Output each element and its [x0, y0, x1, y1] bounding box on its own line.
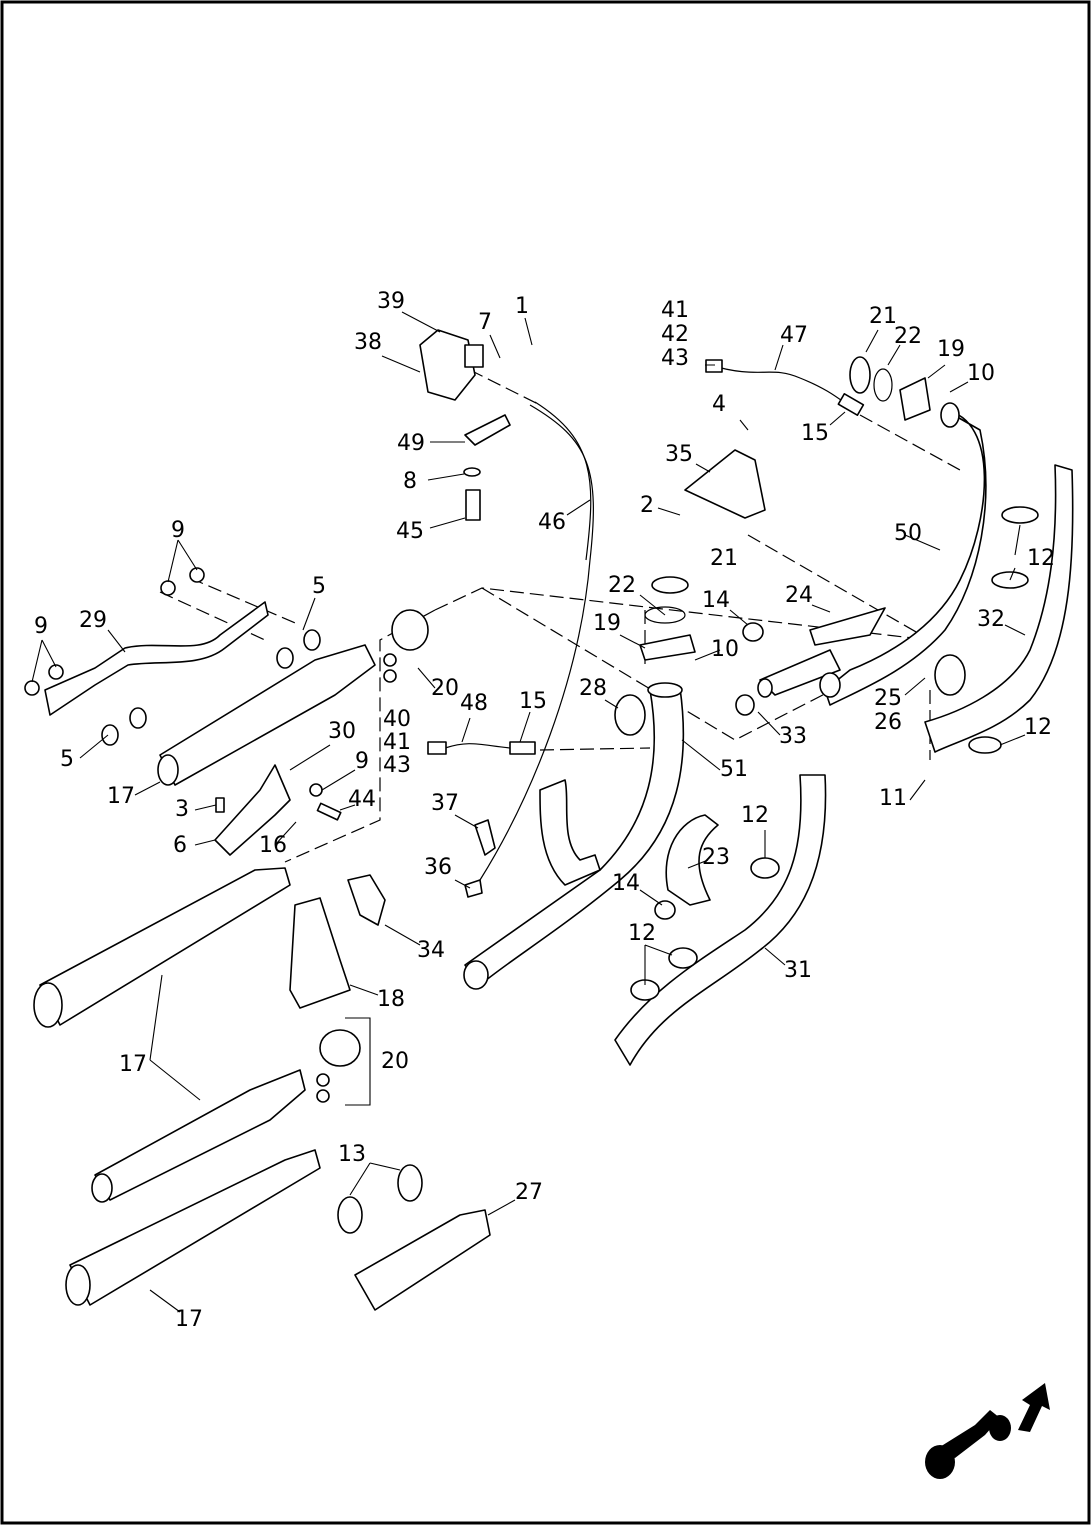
callout: 25 [874, 686, 902, 711]
callout: 49 [397, 431, 425, 456]
callout: 12 [628, 921, 656, 946]
callout: 4 [712, 392, 726, 417]
actuator-part [419, 329, 476, 401]
callout: 13 [338, 1142, 366, 1167]
callout: 16 [259, 833, 287, 858]
callout: 47 [780, 323, 808, 348]
motorcycle-direction-icon [925, 1383, 1050, 1479]
callout: 20 [381, 1049, 409, 1074]
callout: 12 [741, 803, 769, 828]
callout: 12 [1027, 546, 1055, 571]
callout: 41 [383, 730, 411, 755]
callout: 1 [515, 294, 529, 319]
callout: 8 [403, 469, 417, 494]
callout: 10 [711, 637, 739, 662]
callout: 19 [593, 611, 621, 636]
callout: 17 [107, 784, 135, 809]
callout: 15 [519, 689, 547, 714]
callout: 9 [171, 518, 185, 543]
callout: 15 [801, 421, 829, 446]
callout: 41 [661, 298, 689, 323]
callout: 18 [377, 987, 405, 1012]
callout: 26 [874, 710, 902, 735]
callout: 30 [328, 719, 356, 744]
callout: 37 [431, 791, 459, 816]
callout: 14 [612, 871, 640, 896]
callout: 7 [478, 310, 492, 335]
callout: 35 [665, 442, 693, 467]
callout: 22 [608, 573, 636, 598]
callout: 42 [661, 322, 689, 347]
callout: 5 [60, 747, 74, 772]
callout: 48 [460, 691, 488, 716]
callout: 43 [383, 753, 411, 778]
callout: 23 [702, 845, 730, 870]
callout: 19 [937, 337, 965, 362]
callout: 28 [579, 676, 607, 701]
callout: 32 [977, 607, 1005, 632]
callout: 33 [779, 724, 807, 749]
callout: 50 [894, 521, 922, 546]
callout: 24 [785, 583, 813, 608]
callout: 39 [377, 289, 405, 314]
callout: 12 [1024, 715, 1052, 740]
callout: 46 [538, 510, 566, 535]
callout: 27 [515, 1180, 543, 1205]
callout: 2 [640, 493, 654, 518]
callout: 29 [79, 608, 107, 633]
callout: 17 [119, 1052, 147, 1077]
callout: 17 [175, 1307, 203, 1332]
callout: 6 [173, 833, 187, 858]
callout: 14 [702, 588, 730, 613]
callout: 51 [720, 757, 748, 782]
callout: 10 [967, 361, 995, 386]
callout: 9 [34, 614, 48, 639]
callout: 22 [894, 324, 922, 349]
callout: 3 [175, 797, 189, 822]
callout: 31 [784, 958, 812, 983]
callout-labels: 39 7 1 38 41 42 43 47 21 22 19 10 4 15 3… [34, 289, 1055, 1332]
callout: 21 [710, 546, 738, 571]
callout: 43 [661, 346, 689, 371]
callout: 21 [869, 304, 897, 329]
parts [24, 311, 1074, 1313]
callout: 20 [431, 676, 459, 701]
callout: 44 [348, 787, 376, 812]
callout: 34 [417, 938, 445, 963]
callout: 38 [354, 330, 382, 355]
callout: 36 [424, 855, 452, 880]
callout: 9 [355, 749, 369, 774]
callout: 45 [396, 519, 424, 544]
callout: 11 [879, 786, 907, 811]
callout: 5 [312, 574, 326, 599]
callout: 40 [383, 707, 411, 732]
